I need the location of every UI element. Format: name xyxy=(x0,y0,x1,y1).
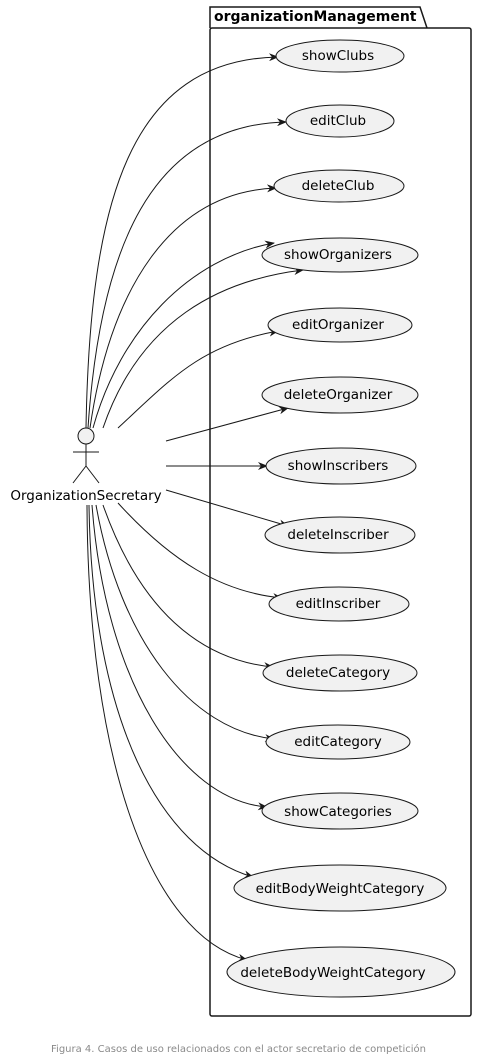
actor-left-leg xyxy=(72,465,87,484)
use-case-delete-inscriber[interactable]: deleteInscriber xyxy=(264,516,416,554)
use-case-label: editClub xyxy=(310,113,366,129)
actor-label: OrganizationSecretary xyxy=(10,488,161,504)
associations xyxy=(85,53,304,962)
use-case-show-organizers[interactable]: showOrganizers xyxy=(261,237,419,273)
association-show-categories xyxy=(91,504,268,811)
use-case-delete-club[interactable]: deleteClub xyxy=(273,169,405,203)
use-case-delete-body-weight-category[interactable]: deleteBodyWeightCategory xyxy=(226,946,456,998)
use-case-label: showOrganizers xyxy=(284,247,392,263)
package-title: organizationManagement xyxy=(214,9,417,25)
use-case-label: showInscribers xyxy=(288,458,389,474)
association-edit-inscriber xyxy=(117,502,283,602)
association-delete-inscriber xyxy=(165,489,289,528)
association-delete-category xyxy=(102,504,274,671)
use-case-edit-club[interactable]: editClub xyxy=(285,104,395,138)
association-show-organizers-1 xyxy=(92,240,275,429)
use-case-label: editInscriber xyxy=(296,596,381,612)
use-case-label: showCategories xyxy=(284,804,392,820)
use-cases: showClubs editClub deleteClub showOrgani… xyxy=(226,39,456,998)
association-edit-category xyxy=(95,504,275,743)
association-show-clubs xyxy=(85,53,279,429)
use-case-show-inscribers[interactable]: showInscribers xyxy=(265,447,417,485)
use-case-label: deleteCategory xyxy=(286,665,390,681)
association-edit-body-weight-category xyxy=(88,504,254,879)
use-case-label: deleteOrganizer xyxy=(284,387,393,403)
actor-right-leg xyxy=(85,465,100,484)
use-case-label: deleteClub xyxy=(302,178,375,194)
use-case-diagram: organizationManagement OrganizationSecre… xyxy=(10,6,472,1017)
use-case-label: editCategory xyxy=(294,734,382,750)
package-body xyxy=(209,27,472,1017)
association-edit-club xyxy=(87,118,287,429)
association-delete-club xyxy=(89,184,277,429)
use-case-edit-organizer[interactable]: editOrganizer xyxy=(267,307,413,343)
use-case-delete-organizer[interactable]: deleteOrganizer xyxy=(261,376,419,414)
association-delete-organizer xyxy=(165,406,289,442)
use-case-label: editOrganizer xyxy=(292,317,384,333)
package-organization-management: organizationManagement xyxy=(209,6,472,1017)
package-tab xyxy=(209,6,428,29)
use-case-label: showClubs xyxy=(302,48,374,64)
use-case-label: deleteBodyWeightCategory xyxy=(240,965,425,981)
use-case-edit-body-weight-category[interactable]: editBodyWeightCategory xyxy=(233,864,447,912)
use-case-edit-category[interactable]: editCategory xyxy=(265,724,411,760)
association-show-organizers-2 xyxy=(102,267,304,429)
association-edit-organizer xyxy=(117,328,279,429)
use-case-delete-category[interactable]: deleteCategory xyxy=(262,654,418,692)
use-case-edit-inscriber[interactable]: editInscriber xyxy=(268,586,410,622)
figure-caption: Figura 4. Casos de uso relacionados con … xyxy=(51,1044,426,1055)
use-case-label: deleteInscriber xyxy=(287,527,389,543)
use-case-label: editBodyWeightCategory xyxy=(256,881,425,897)
use-case-show-clubs[interactable]: showClubs xyxy=(275,39,405,73)
association-delete-body-weight-category xyxy=(86,504,248,962)
actor-organization-secretary[interactable]: OrganizationSecretary xyxy=(10,427,162,504)
actor-head xyxy=(77,427,95,445)
use-case-show-categories[interactable]: showCategories xyxy=(261,792,419,830)
